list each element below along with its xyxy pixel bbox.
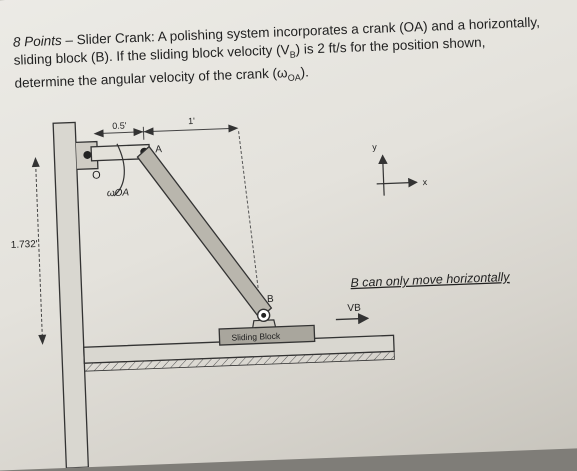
point-a-label: A <box>155 144 162 155</box>
velocity-label: VB <box>347 303 361 315</box>
dim-arrow-mid-left <box>143 127 153 135</box>
height-arrow-top <box>31 157 39 167</box>
height-dimension-label: 1.732' <box>11 239 38 251</box>
velocity-arrow <box>336 318 368 319</box>
x-axis-arrow <box>377 182 417 184</box>
height-arrow-bottom <box>38 335 46 345</box>
pivot-o-label: O <box>92 169 101 181</box>
dim-arrow-right <box>228 124 238 132</box>
x-axis-label: x <box>422 177 427 187</box>
point-b-label: B <box>267 294 274 305</box>
offset-length-label: 1' <box>188 116 195 126</box>
y-axis-label: y <box>372 142 377 152</box>
crank-length-label: 0.5' <box>112 120 127 131</box>
height-dimension-line <box>35 159 42 343</box>
constraint-note: B can only move horizontally <box>350 270 510 290</box>
y-axis-arrow <box>383 156 385 196</box>
dim-arrow-left <box>93 129 103 137</box>
dim-arrow-mid-right <box>133 128 143 136</box>
fixed-wall <box>53 122 88 468</box>
sliding-block-label: Sliding Block <box>231 331 281 343</box>
omega-label: ωOA <box>107 187 130 199</box>
